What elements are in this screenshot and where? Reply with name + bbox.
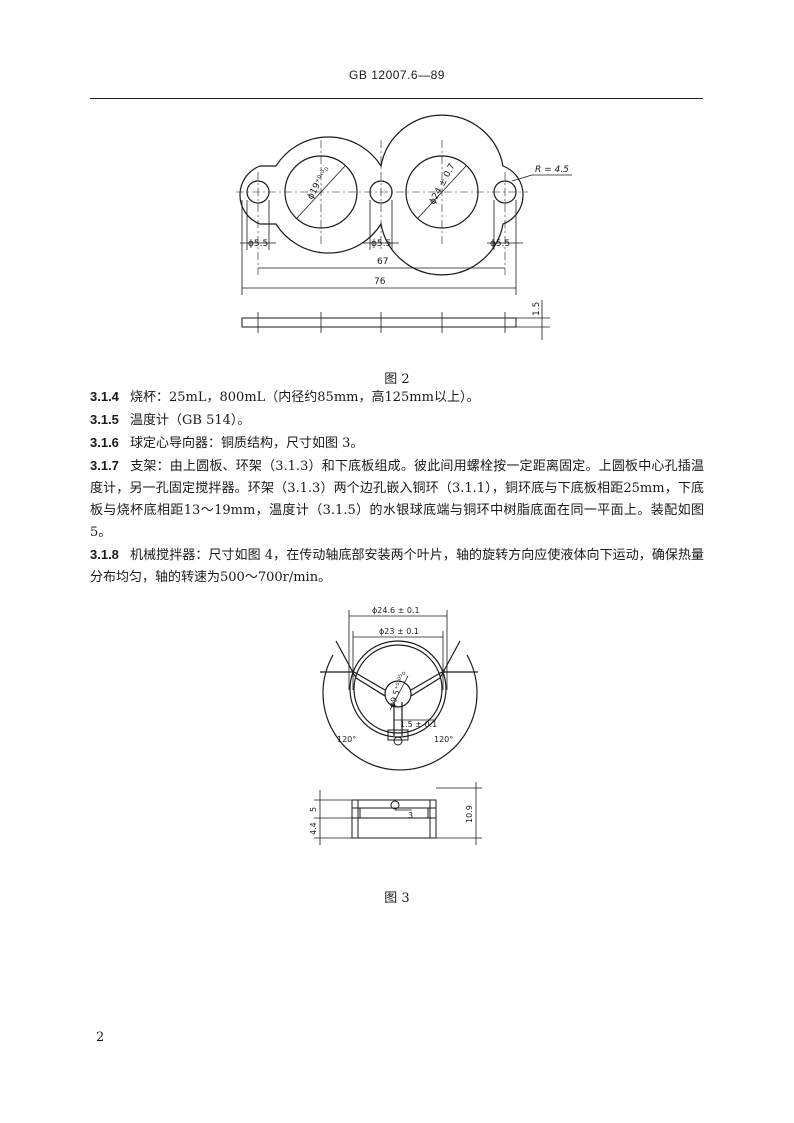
fig2-hole-mid-label: ϕ5.5: [371, 239, 391, 249]
clause-number: 3.1.6: [90, 435, 119, 450]
clause-number: 3.1.4: [90, 389, 119, 404]
clause-3-1-5: 3.1.5 温度计（GB 514）。: [90, 409, 704, 432]
clause-text: 支架：由上圆板、环架（3.1.3）和下底板组成。彼此间用螺栓按一定距离固定。上圆…: [90, 459, 704, 540]
figure-2-labels: R = 4.5 ϕ19⁺⁰·³₀ ϕ24 ± 0.7 ϕ5.5 ϕ5.5 ϕ5.…: [248, 162, 569, 316]
figure-2-drawing: [236, 114, 572, 340]
fig3-inner-dia-label: ϕ23 ± 0.1: [379, 627, 419, 636]
fig2-dia-left-label: ϕ19⁺⁰·³₀: [306, 165, 332, 202]
fig3-slot-depth-label: 3: [408, 811, 413, 820]
fig2-hole-left-label: ϕ5.5: [248, 239, 268, 249]
fig3-outer-dia-label: ϕ24.6 ± 0.1: [372, 606, 420, 615]
fig3-height-total-label: 10.9: [465, 805, 474, 823]
fig3-slot-width-label: 1.5 ± 0.1: [400, 720, 437, 729]
fig3-angle-right-label: 120°: [434, 735, 453, 744]
fig2-thickness-label: 1.5: [532, 302, 542, 316]
running-header: GB 12007.6—89: [349, 68, 445, 82]
clause-text: 温度计（GB 514）。: [130, 413, 251, 428]
figure-3-caption: 图 3: [384, 891, 410, 906]
slot: [387, 729, 409, 741]
fig3-height-upper-label: 5: [309, 807, 318, 812]
fig2-hole-right-label: ϕ5.5: [490, 239, 510, 249]
page-number: 2: [96, 1030, 105, 1045]
clause-number: 3.1.7: [90, 458, 119, 473]
outer-disc: [322, 654, 478, 771]
header-rule: [90, 98, 703, 99]
figure-3-labels: ϕ24.6 ± 0.1 ϕ23 ± 0.1 ϕ9.5⁺⁰·⁰⁵₀ 1.5 ± 0…: [309, 606, 474, 835]
fig2-dia-right-label: ϕ24 ± 0.7: [428, 162, 458, 206]
fig2-radius-label: R = 4.5: [535, 165, 569, 175]
figure-3-drawing: [314, 610, 482, 845]
side-view: [351, 799, 437, 839]
plate-side-view: [241, 317, 517, 328]
clause-3-1-6: 3.1.6 球定心导向器：铜质结构，尺寸如图 3。: [90, 432, 704, 455]
clause-number: 3.1.5: [90, 412, 119, 427]
plate-outline: [239, 114, 524, 276]
fig2-dim-outer-label: 76: [374, 277, 386, 287]
ball-hole: [384, 680, 412, 708]
clause-text: 烧杯：25mL，800mL（内径约85mm，高125mm以上）。: [130, 390, 480, 405]
figure-2-caption: 图 2: [384, 372, 410, 387]
clause-text: 球定心导向器：铜质结构，尺寸如图 3。: [130, 436, 364, 451]
clause-text: 机械搅拌器：尺寸如图 4，在传动轴底部安装两个叶片，轴的旋转方向应使液体向下运动…: [90, 548, 704, 585]
fig3-ball-dia-label: ϕ9.5⁺⁰·⁰⁵₀: [387, 670, 407, 709]
clause-3-1-4: 3.1.4 烧杯：25mL，800mL（内径约85mm，高125mm以上）。: [90, 386, 704, 409]
inner-ring: [353, 644, 443, 734]
clause-number: 3.1.8: [90, 547, 119, 562]
fig3-angle-left-label: 120°: [337, 735, 356, 744]
clause-list: 3.1.4 烧杯：25mL，800mL（内径约85mm，高125mm以上）。 3.…: [90, 386, 704, 589]
fig2-dim-inner-label: 67: [377, 257, 388, 267]
fig3-height-lower-label: 4.4: [309, 822, 318, 835]
